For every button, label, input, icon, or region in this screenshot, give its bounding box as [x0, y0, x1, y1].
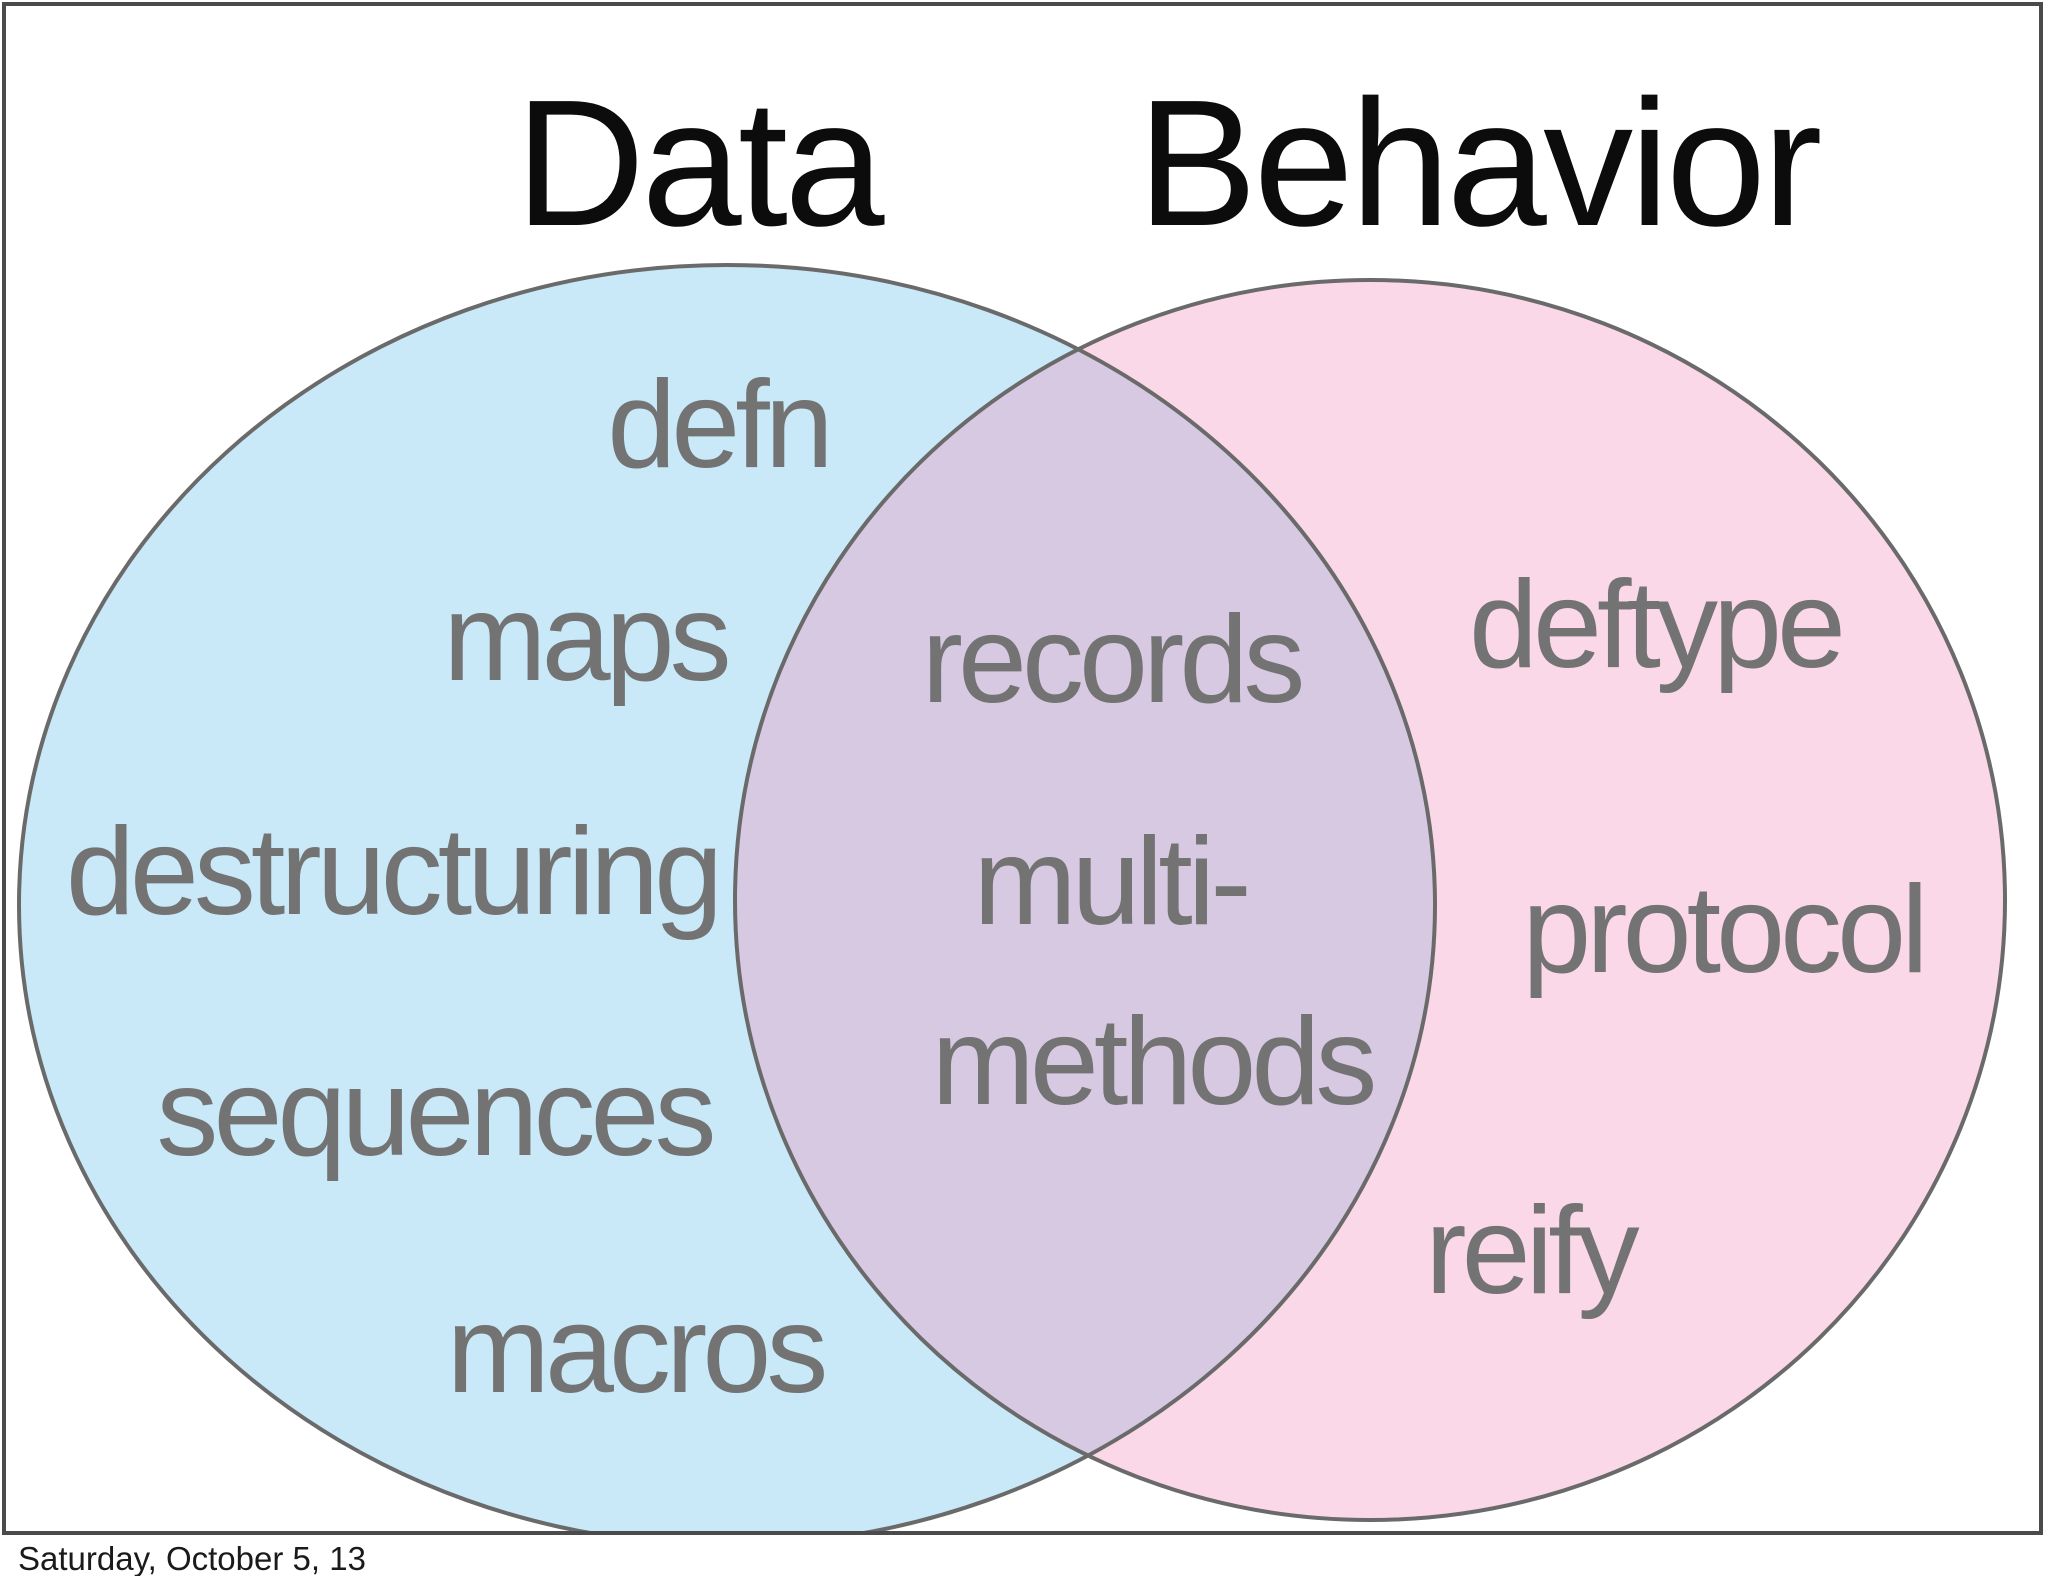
- intersection-fill: [735, 280, 1435, 1520]
- item-macros: macros: [446, 1281, 829, 1419]
- item-multimethods-line1: multi-: [973, 813, 1251, 951]
- behavior-circle-outline: [733, 278, 2007, 1522]
- slide-border: [2, 2, 2043, 1535]
- item-defn: defn: [607, 356, 833, 494]
- item-maps: maps: [443, 569, 731, 707]
- item-protocol: protocol: [1522, 861, 1928, 999]
- item-destructuring: destructuring: [65, 803, 723, 941]
- item-sequences: sequences: [156, 1044, 716, 1182]
- item-reify: reify: [1425, 1182, 1639, 1320]
- data-circle-outline: [17, 263, 1437, 1533]
- item-records: records: [921, 591, 1306, 729]
- item-deftype: deftype: [1468, 556, 1846, 694]
- item-multimethods-line2: methods: [931, 993, 1378, 1131]
- slide-date-stamp: Saturday, October 5, 13: [18, 1540, 366, 1576]
- left-set-title: Data: [515, 63, 884, 264]
- right-set-title: Behavior: [1137, 63, 1822, 264]
